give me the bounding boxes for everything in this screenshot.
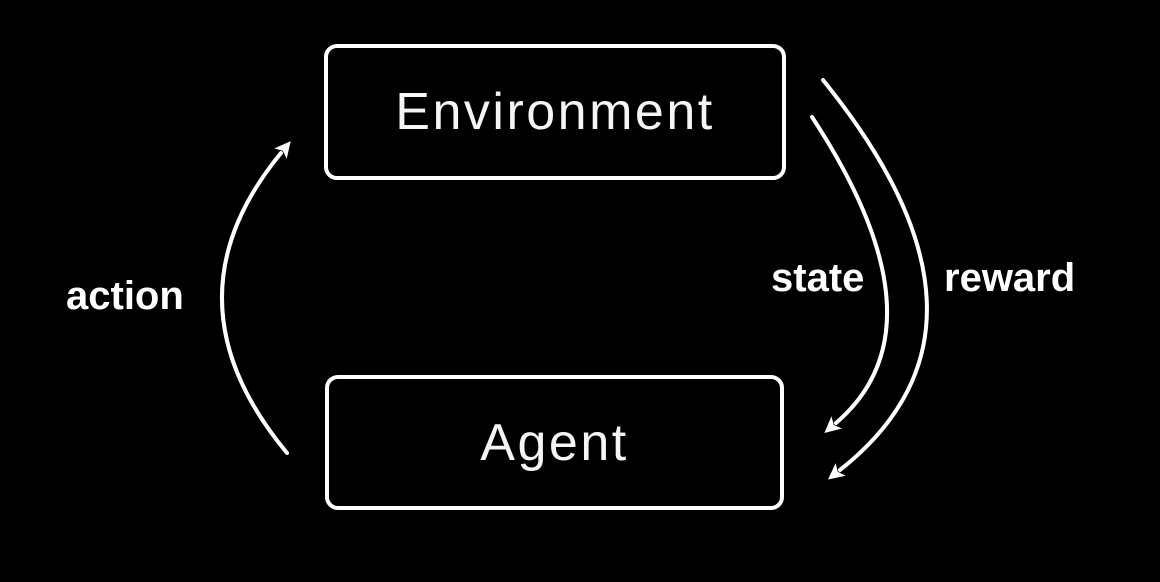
agent-node: Agent xyxy=(325,375,784,510)
environment-node-label: Environment xyxy=(395,83,715,141)
state-edge-label: state xyxy=(771,256,865,300)
action-edge-label: action xyxy=(66,274,184,318)
agent-node-label: Agent xyxy=(480,413,629,472)
environment-node: Environment xyxy=(324,44,786,180)
action-arrow xyxy=(220,141,291,455)
reward-edge-label: reward xyxy=(944,256,1076,300)
